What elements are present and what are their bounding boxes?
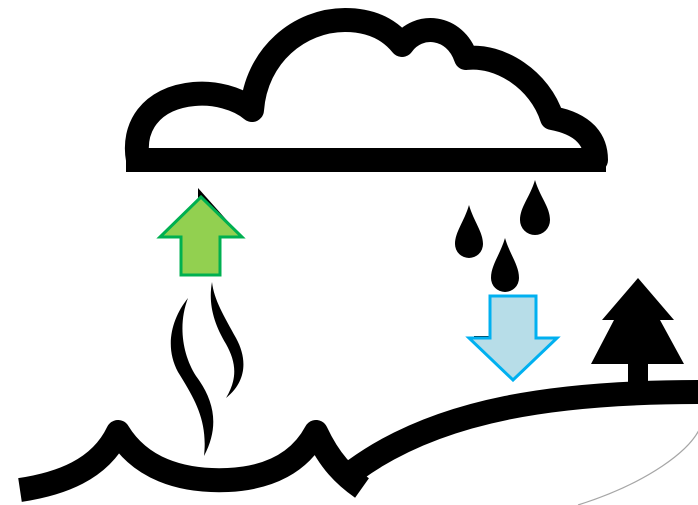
evaporation-arrow-icon bbox=[160, 188, 242, 275]
tree-icon bbox=[591, 278, 684, 388]
precipitation-arrow-icon bbox=[469, 296, 557, 380]
raindrop-icon bbox=[455, 180, 550, 292]
steam-icon bbox=[171, 282, 244, 456]
hill-icon bbox=[355, 392, 698, 505]
cloud-icon bbox=[126, 20, 606, 172]
water-waves-icon bbox=[20, 432, 362, 490]
